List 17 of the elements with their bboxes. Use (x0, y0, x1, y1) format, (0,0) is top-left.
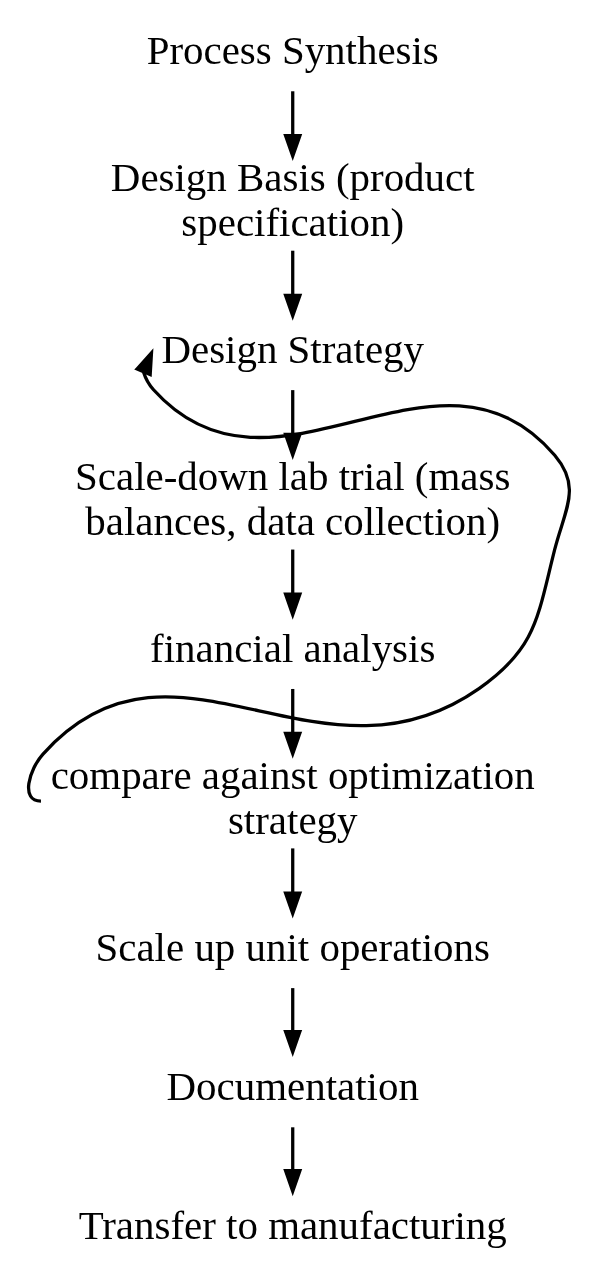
arrow (282, 988, 302, 1057)
node-text: Transfer to manufacturing (78, 1203, 507, 1249)
node-text: Documentation (166, 1064, 419, 1109)
node-text: Scale-down lab trial (mass balances, data collection) (74, 454, 510, 545)
node-text: Process Synthesis (146, 28, 439, 74)
node-text: compare against optimization strategy (50, 752, 535, 843)
node-text: Scale up unit operations (95, 924, 490, 970)
arrow (282, 1127, 302, 1197)
node-text: Design Strategy (160, 327, 424, 373)
node-text: financial analysis (149, 625, 435, 671)
arrow (282, 250, 302, 321)
arrow (282, 91, 302, 162)
arrow (26, 348, 571, 803)
arrow (282, 848, 302, 919)
arrow (282, 549, 302, 620)
arrow (282, 688, 302, 759)
node-text: Design Basis (product specification) (110, 155, 475, 246)
